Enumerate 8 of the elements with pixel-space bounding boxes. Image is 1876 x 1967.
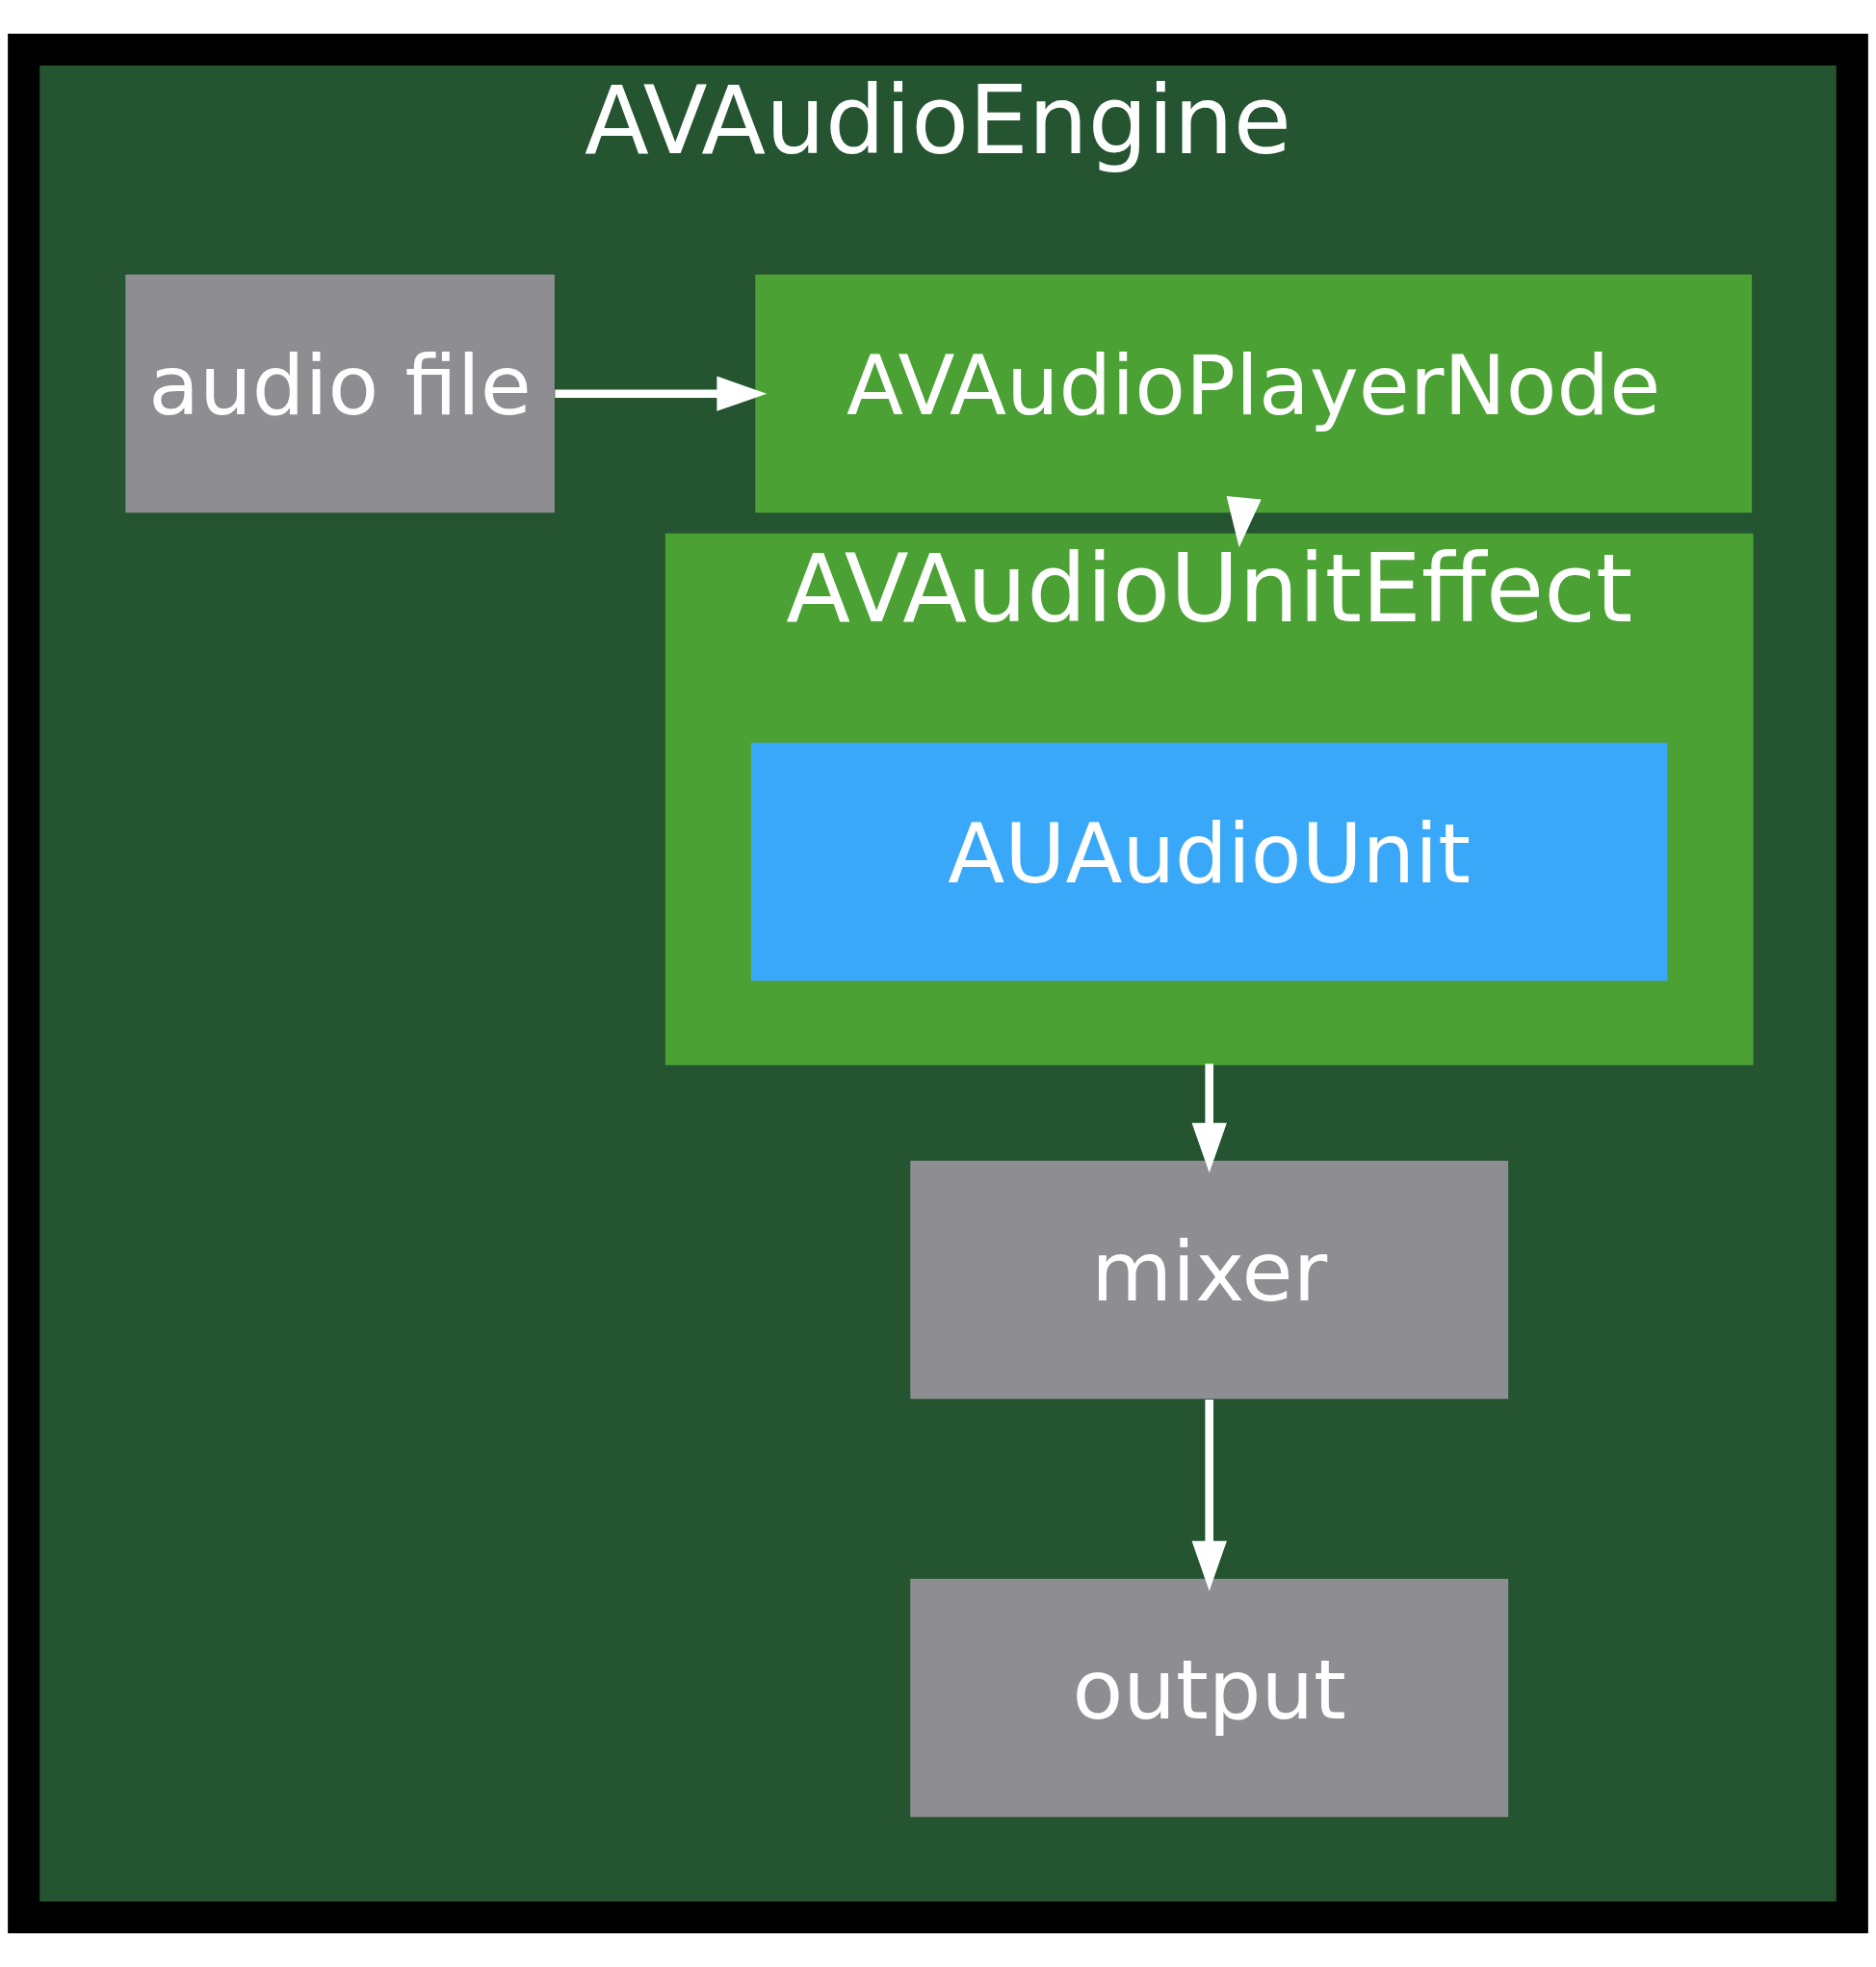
arrow bbox=[1191, 1063, 1227, 1173]
node-box: output bbox=[910, 1579, 1509, 1818]
node-box: mixer bbox=[910, 1161, 1509, 1400]
arrow bbox=[555, 376, 768, 411]
arrow bbox=[1191, 1400, 1227, 1591]
node-box: AUAudioUnit bbox=[750, 742, 1668, 982]
arrow bbox=[1226, 495, 1262, 548]
node-box: audio file bbox=[125, 275, 555, 513]
